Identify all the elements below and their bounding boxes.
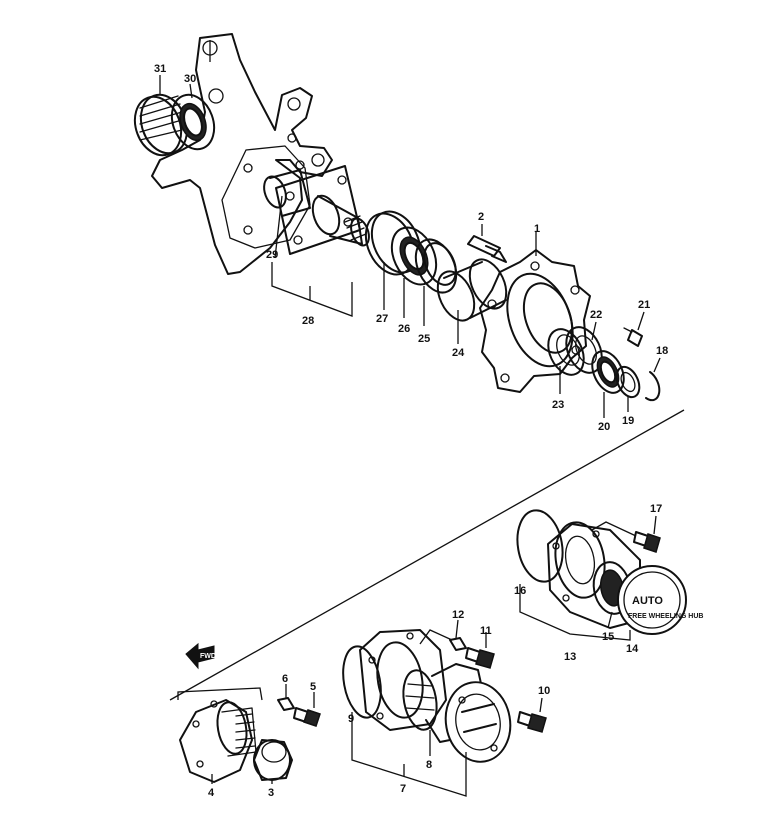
part-24-spacer [436,258,508,322]
label-4: 4 [208,787,215,799]
label-20: 20 [598,421,610,433]
label-29: 29 [266,249,278,261]
label-6: 6 [282,673,288,685]
label-14: 14 [626,643,639,655]
label-5: 5 [310,681,316,693]
label-13: 13 [564,651,576,663]
steering-knuckle [151,33,333,275]
part-6-spacer [277,697,295,711]
label-30: 30 [184,73,196,85]
label-18: 18 [656,345,668,357]
part-10-bolt [517,711,547,733]
label-16: 16 [514,585,526,597]
label-26: 26 [398,323,410,335]
part-5-bolt [293,707,321,727]
part-20-lock-washer [591,350,625,394]
label-24: 24 [452,347,465,359]
hub-cap-label-sub: FREE WHEELING HUB [628,613,703,620]
leader-lines [159,40,661,797]
forward-direction-arrow: FWD [185,642,216,670]
part-14-hub-cap: AUTO FREE WHEELING HUB [617,565,703,635]
assembly-separator-line [169,409,685,701]
part-16-o-ring [516,509,564,583]
part-4-drive-flange [179,699,257,783]
part-30-bushing [170,93,216,151]
label-22: 22 [590,309,602,321]
label-31: 31 [154,63,166,75]
label-25: 25 [418,333,430,345]
part-number-labels: 1 2 3 4 5 6 7 8 9 10 11 12 13 14 15 16 1… [154,63,668,799]
part-2-hub-bolt [467,235,507,263]
label-17: 17 [650,503,662,515]
part-9-o-ring [342,645,382,719]
label-3: 3 [268,787,274,799]
part-25-bearing [414,238,458,294]
part-11-bolt [465,647,495,669]
part-17-bolt [633,531,661,553]
label-23: 23 [552,399,564,411]
label-12: 12 [452,609,464,621]
label-2: 2 [478,211,484,223]
part-7-hub-body [359,629,447,731]
label-21: 21 [638,299,650,311]
part-18-snap-ring [645,371,661,402]
part-3-dust-cap [253,739,293,781]
part-21-screw [623,327,643,347]
label-7: 7 [400,783,406,795]
label-8: 8 [426,759,432,771]
part-26-bearing [390,226,438,286]
part-19-nut [615,365,641,399]
part-7-hub-cap [444,681,512,763]
label-11: 11 [480,625,492,637]
part-12-spacer [449,637,467,651]
label-19: 19 [622,415,634,427]
label-15: 15 [602,631,614,643]
hub-cap-label-auto: AUTO [632,595,663,607]
label-10: 10 [538,685,550,697]
label-1: 1 [534,223,540,235]
label-27: 27 [376,313,388,325]
label-9: 9 [348,713,354,725]
part-1-wheel-hub [479,249,591,393]
label-28: 28 [302,315,314,327]
fwd-label: FWD [200,653,216,660]
